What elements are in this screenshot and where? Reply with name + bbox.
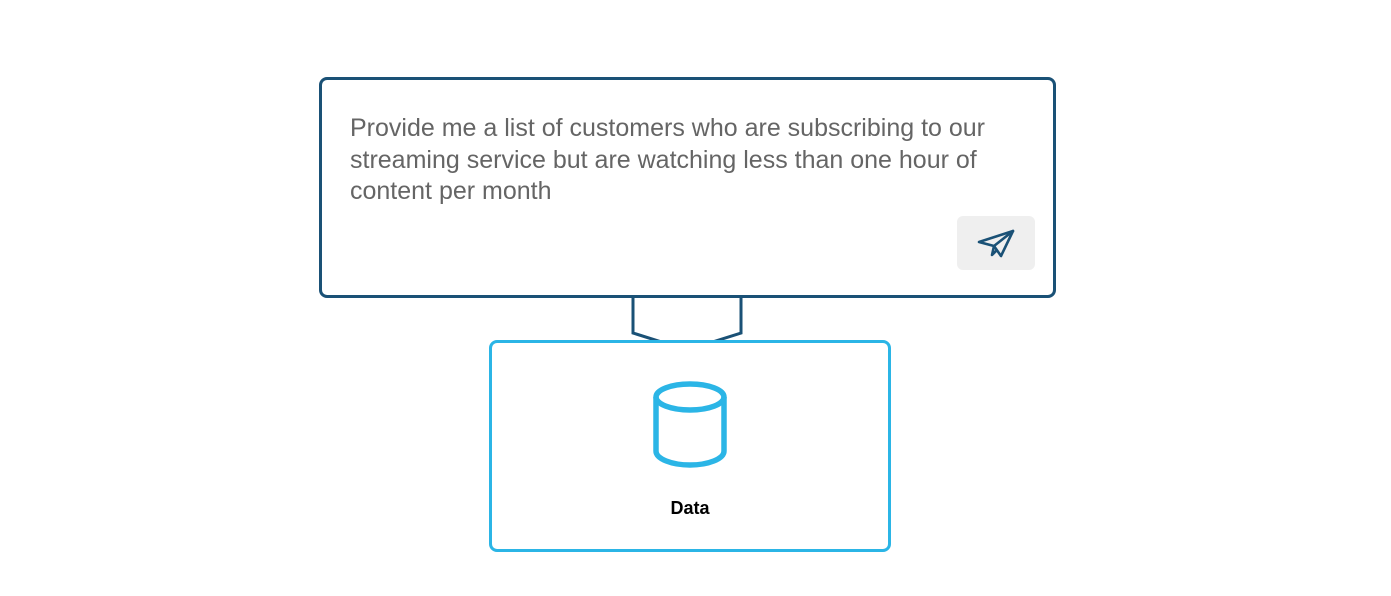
prompt-input-box[interactable]: Provide me a list of customers who are s… xyxy=(319,77,1056,298)
data-node: Data xyxy=(489,340,891,552)
database-icon xyxy=(653,381,727,468)
send-button[interactable] xyxy=(957,216,1035,270)
paper-plane-icon xyxy=(977,229,1015,258)
data-label: Data xyxy=(670,498,710,518)
prompt-text[interactable]: Provide me a list of customers who are s… xyxy=(350,114,985,205)
